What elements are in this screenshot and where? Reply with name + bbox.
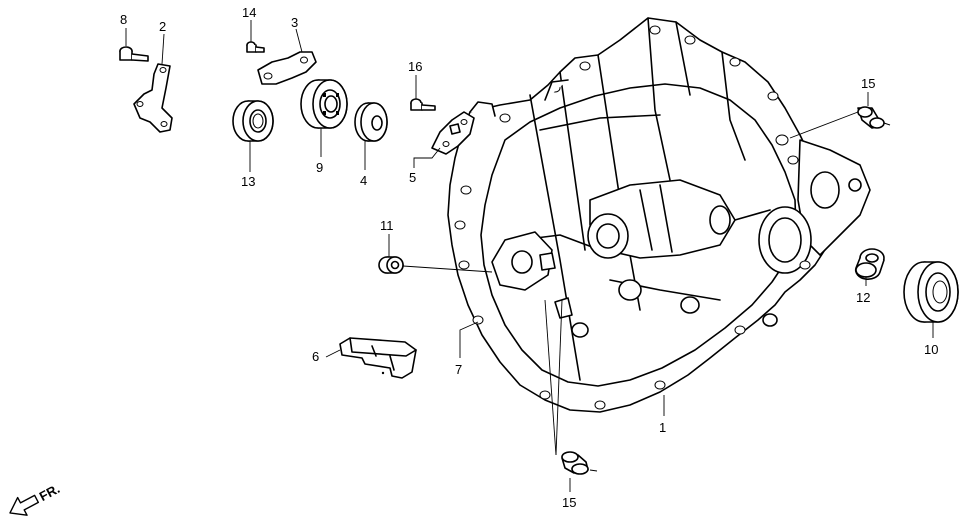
front-label: FR. [37, 481, 63, 504]
bolt-16 [410, 98, 436, 111]
bearing-9 [300, 79, 348, 129]
dowel-pin-15-upper [857, 106, 891, 129]
front-direction-indicator: FR. [9, 481, 63, 516]
bolt-8 [119, 46, 149, 62]
bolt-14 [246, 41, 265, 53]
callout-7: 7 [455, 362, 462, 377]
callout-6: 6 [312, 349, 319, 364]
leader-lines [125, 20, 934, 492]
callout-11: 11 [380, 218, 394, 233]
callout-2: 2 [159, 19, 166, 34]
bracket-3 [257, 51, 317, 85]
front-arrow-icon [9, 494, 40, 516]
callout-12: 12 [856, 290, 870, 305]
bushing-12 [854, 248, 885, 281]
connector-6 [339, 337, 417, 379]
bearing-10 [903, 261, 959, 323]
callout-4: 4 [360, 173, 367, 188]
oil-seal-13 [232, 100, 274, 142]
washer-4 [354, 102, 388, 142]
callout-15-upper: 15 [861, 76, 875, 91]
callout-15-lower: 15 [562, 495, 576, 510]
callout-13: 13 [241, 174, 255, 189]
dowel-pin-15-lower [561, 451, 598, 475]
callout-1: 1 [659, 420, 666, 435]
callout-9: 9 [316, 160, 323, 175]
clamp-plate-2 [133, 63, 173, 133]
callout-14: 14 [242, 5, 256, 20]
callout-16: 16 [408, 59, 422, 74]
cover-plate-5 [431, 111, 475, 155]
callout-10: 10 [924, 342, 938, 357]
callout-3: 3 [291, 15, 298, 30]
callout-5: 5 [409, 170, 416, 185]
callout-8: 8 [120, 12, 127, 27]
nut-11 [378, 256, 404, 274]
clutch-housing [447, 17, 871, 413]
